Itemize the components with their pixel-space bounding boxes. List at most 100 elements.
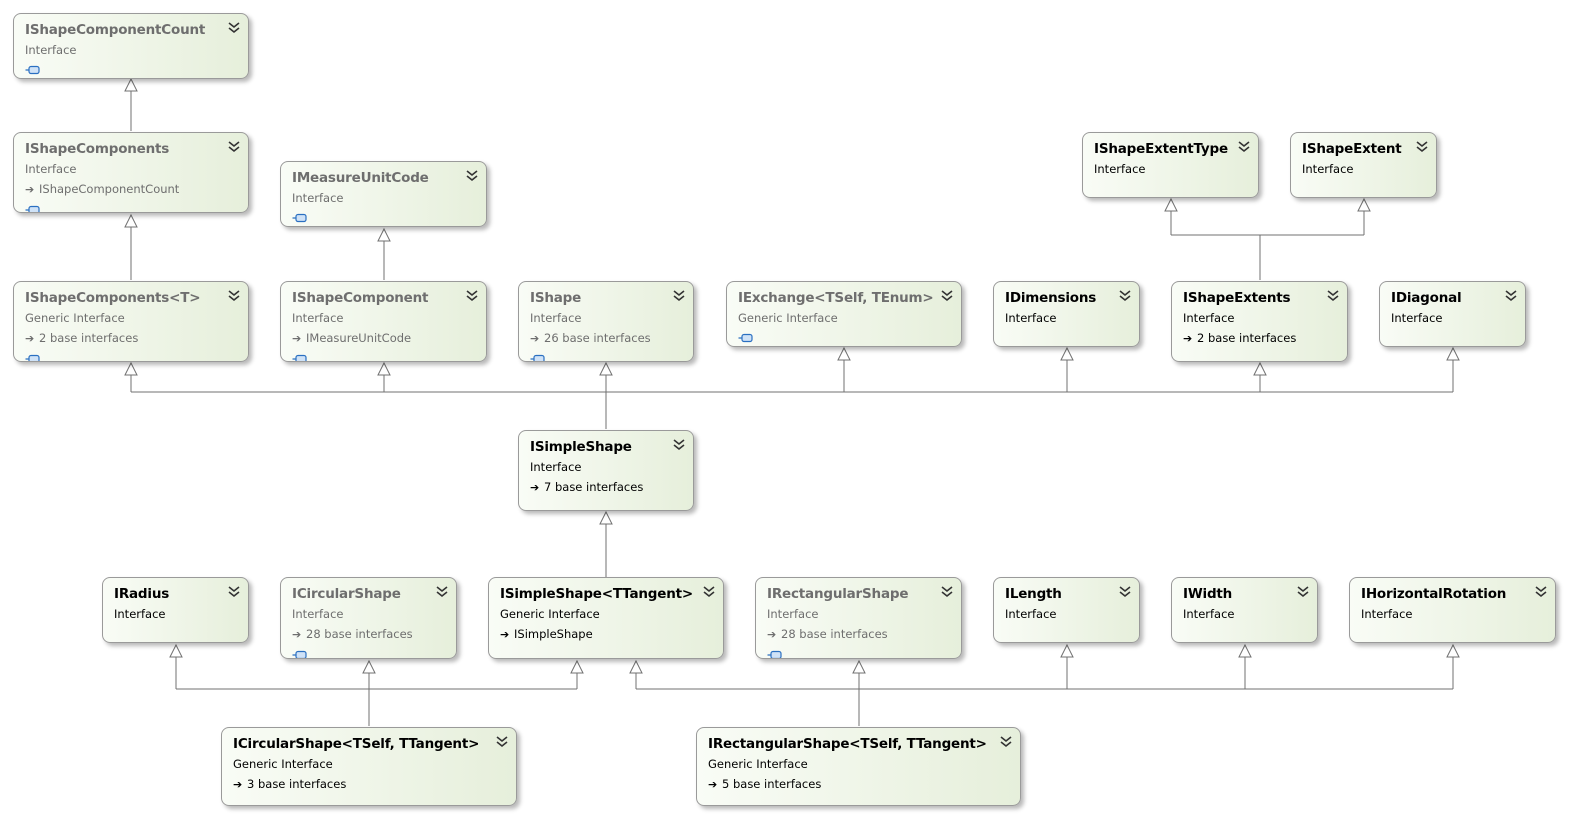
members-icon[interactable] [25,60,41,75]
arrow-right-icon: ➔ [292,628,302,641]
node-inheritance[interactable]: ➔ISimpleShape [500,626,713,643]
node-inheritance-label: 2 base interfaces [1197,331,1297,345]
node-kind: Generic Interface [25,311,125,325]
node-kind: Interface [530,460,582,474]
double-chevron-down-icon[interactable] [703,584,715,598]
node-title: ISimpleShape<TTangent> [500,586,693,602]
node-kind: Interface [25,162,77,176]
double-chevron-down-icon[interactable] [673,288,685,302]
node-kind: Generic Interface [500,607,600,621]
double-chevron-down-icon[interactable] [228,20,240,34]
arrow-right-icon: ➔ [25,183,35,196]
node-inheritance-label: 28 base interfaces [781,627,888,641]
double-chevron-down-icon[interactable] [941,288,953,302]
members-icon[interactable] [292,349,308,361]
interface-node-ishape-components-t[interactable]: IShapeComponents<T> Generic Interface ➔2 b… [13,281,249,362]
node-inheritance[interactable]: ➔2 base interfaces [25,330,238,347]
node-title: IShapeComponent [292,290,429,306]
double-chevron-down-icon[interactable] [1505,288,1517,302]
members-icon[interactable] [292,208,308,223]
double-chevron-down-icon[interactable] [228,139,240,153]
arrow-right-icon: ➔ [292,332,302,345]
members-icon[interactable] [530,349,546,361]
double-chevron-down-icon[interactable] [1000,734,1012,748]
double-chevron-down-icon[interactable] [941,584,953,598]
members-icon[interactable] [738,328,754,343]
node-kind: Interface [1005,311,1057,325]
double-chevron-down-icon[interactable] [466,168,478,182]
arrow-right-icon: ➔ [1183,332,1193,345]
node-kind: Interface [1183,311,1235,325]
members-icon[interactable] [25,200,41,212]
double-chevron-down-icon[interactable] [1535,584,1547,598]
node-inheritance[interactable]: ➔ 2 base interfaces [1183,330,1337,347]
node-kind: Interface [292,311,344,325]
double-chevron-down-icon[interactable] [1327,288,1339,302]
double-chevron-down-icon[interactable] [1416,139,1428,153]
node-title: IShapeComponents<T> [25,290,201,306]
node-title: IShapeExtent [1302,141,1402,157]
node-title: ICircularShape<TSelf, TTangent> [233,736,480,752]
members-icon[interactable] [767,645,783,658]
double-chevron-down-icon[interactable] [436,584,448,598]
node-kind: Interface [530,311,582,325]
node-inheritance[interactable]: ➔IMeasureUnitCode [292,330,476,347]
node-inheritance-label: 3 base interfaces [247,777,347,791]
node-inheritance[interactable]: ➔ 28 base interfaces [292,626,446,643]
node-title: IDimensions [1005,290,1097,306]
node-kind: Interface [1005,607,1057,621]
node-kind: Interface [1302,162,1354,176]
node-kind: Generic Interface [233,757,333,771]
double-chevron-down-icon[interactable] [1119,584,1131,598]
members-icon[interactable] [292,645,308,658]
double-chevron-down-icon[interactable] [1119,288,1131,302]
double-chevron-down-icon[interactable] [466,288,478,302]
double-chevron-down-icon[interactable] [228,584,240,598]
node-inheritance-label: IShapeComponentCount [39,182,180,196]
interface-node-isimple-shape-t[interactable]: ISimpleShape<TTangent> Generic Interface ➔… [488,577,724,659]
members-icon[interactable] [25,349,41,361]
node-inheritance[interactable]: ➔28 base interfaces [767,626,951,643]
arrow-right-icon: ➔ [500,628,510,641]
node-kind: Interface [767,607,819,621]
node-inheritance[interactable]: ➔26 base interfaces [530,330,683,347]
node-title: ISimpleShape [530,439,632,455]
node-inheritance[interactable]: ➔5 base interfaces [708,776,1010,793]
double-chevron-down-icon[interactable] [496,734,508,748]
node-kind: Generic Interface [738,311,838,325]
node-kind: Interface [1391,311,1443,325]
node-inheritance[interactable]: ➔ 7 base interfaces [530,479,683,496]
double-chevron-down-icon[interactable] [1297,584,1309,598]
double-chevron-down-icon[interactable] [1238,139,1250,153]
node-inheritance[interactable]: ➔3 base interfaces [233,776,506,793]
node-title: IHorizontalRotation [1361,586,1507,602]
interface-node-iexchange[interactable]: IExchange<TSelf, TEnum>Generic Interface [726,281,962,347]
node-kind: Interface [1094,162,1146,176]
double-chevron-down-icon[interactable] [673,437,685,451]
node-inheritance-label: 28 base interfaces [306,627,413,641]
double-chevron-down-icon[interactable] [228,288,240,302]
node-kind: Interface [292,607,344,621]
node-inheritance[interactable]: ➔ IShapeComponentCount [25,181,238,198]
interface-node-icircular-shape-generic[interactable]: ICircularShape<TSelf, TTangent> Generic I… [221,727,517,806]
arrow-right-icon: ➔ [530,481,540,494]
interface-node-irectangular-shape-generic[interactable]: IRectangularShape<TSelf, TTangent>Generi… [696,727,1021,806]
node-inheritance-label: 7 base interfaces [544,480,644,494]
